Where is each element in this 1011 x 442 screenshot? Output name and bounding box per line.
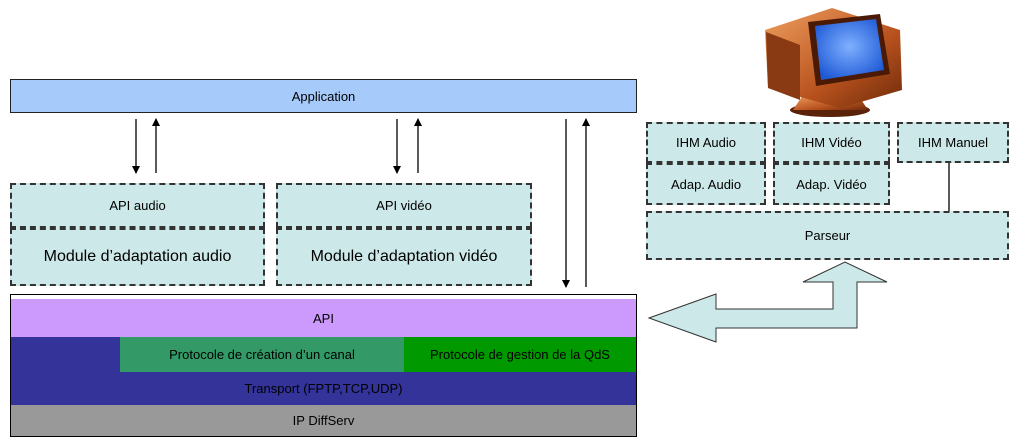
protocol-stack [10, 294, 637, 437]
protocole-canal-label: Protocole de création d’un canal [169, 347, 355, 362]
transport-layer: Transport (FPTP,TCP,UDP) [11, 372, 636, 405]
module-video-label: Module d’adaptation vidéo [310, 248, 498, 265]
api-audio-box: API audio [10, 183, 265, 228]
application-label: Application [291, 88, 356, 104]
application-bar: Application [10, 79, 637, 113]
ihm-video-label: IHM Vidéo [801, 135, 862, 150]
module-audio-label: Module d’adaptation audio [43, 248, 232, 265]
ihm-manuel-label: IHM Manuel [917, 135, 989, 150]
ip-layer: IP DiffServ [11, 405, 636, 436]
module-video-box: Module d’adaptation vidéo [276, 228, 532, 286]
protocole-qds-label: Protocole de gestion de la QdS [430, 347, 610, 362]
ihm-video-box: IHM Vidéo [773, 122, 890, 163]
api-video-box: API vidéo [276, 183, 532, 228]
api-layer: API [11, 299, 636, 337]
ihm-audio-label: IHM Audio [676, 135, 736, 150]
transport-label: Transport (FPTP,TCP,UDP) [244, 381, 403, 396]
api-video-label: API vidéo [376, 198, 432, 213]
adap-video-box: Adap. Vidéo [773, 163, 890, 205]
ihm-audio-box: IHM Audio [646, 122, 766, 163]
api-layer-label: API [313, 310, 334, 326]
ip-label: IP DiffServ [292, 413, 355, 428]
protocole-canal-box: Protocole de création d’un canal [120, 337, 404, 372]
ihm-manuel-box: IHM Manuel [897, 122, 1009, 163]
adap-audio-box: Adap. Audio [646, 163, 766, 205]
api-audio-label: API audio [109, 198, 166, 213]
parseur-label: Parseur [804, 228, 851, 243]
protocole-qds-box: Protocole de gestion de la QdS [404, 337, 636, 372]
adap-audio-label: Adap. Audio [670, 176, 742, 192]
parseur-box: Parseur [646, 211, 1009, 260]
adap-video-label: Adap. Vidéo [796, 176, 867, 192]
monitor-icon [765, 8, 902, 117]
module-audio-box: Module d’adaptation audio [10, 228, 265, 286]
parseur-to-api-arrow [647, 261, 888, 343]
